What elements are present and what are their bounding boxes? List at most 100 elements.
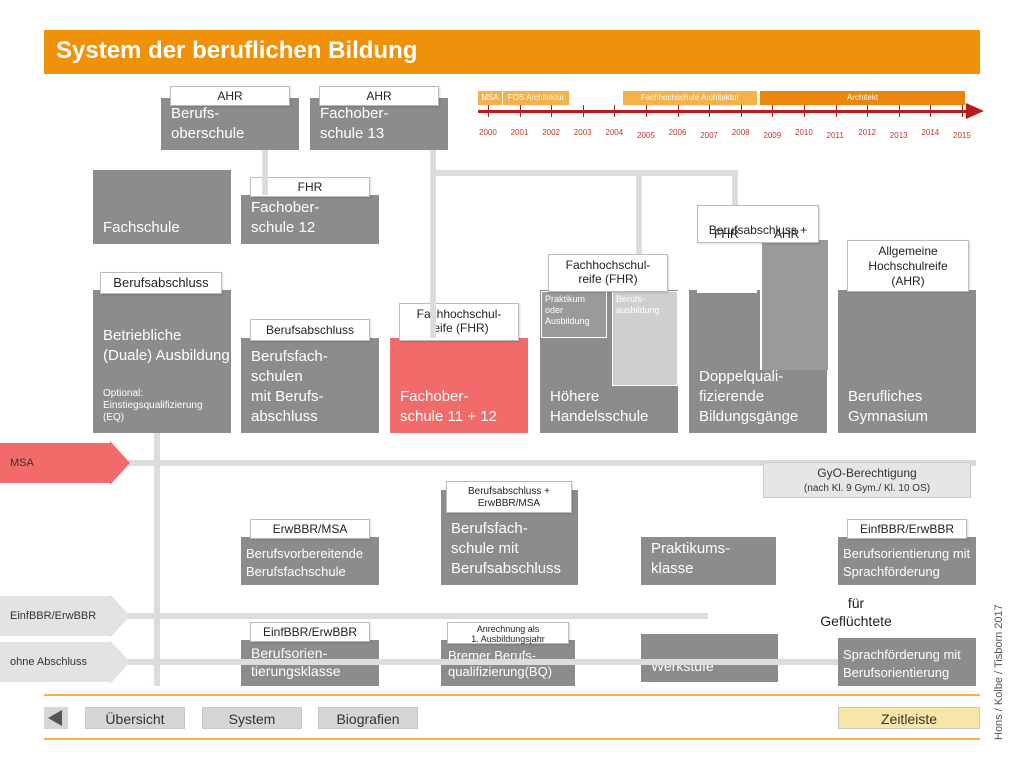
timeline-tick — [740, 105, 742, 117]
timeline-year: 2008 — [731, 128, 750, 137]
timeline-year: 2015 — [953, 131, 971, 140]
nav-biografien-button[interactable]: Biografien — [318, 707, 418, 729]
sprach-box[interactable]: Sprachförderung mit Berufsorientierung — [838, 638, 976, 686]
vline-fos13 — [430, 150, 436, 338]
back-arrow-icon[interactable] — [44, 707, 68, 729]
einf-line — [128, 613, 708, 619]
page-title: System der beruflichen Bildung — [56, 37, 418, 64]
timeline-year: 2010 — [795, 128, 813, 137]
berufsfachschulen-name: Berufsfach- schulen mit Berufs- abschlus… — [251, 348, 328, 425]
nav-uebersicht-button[interactable]: Übersicht — [85, 707, 185, 729]
doppel-name: Doppelquali- fizierende Bildungsgänge — [699, 368, 799, 425]
timeline-segment-architekt: Architekt — [760, 91, 965, 105]
betriebliche-ausbildung-name: Betriebliche (Duale) Ausbildung — [103, 327, 230, 364]
einf-arrow-icon — [110, 594, 130, 638]
gymnasium-name: Berufliches Gymnasium — [848, 388, 929, 425]
werkstufe-box[interactable]: Werkstufe — [641, 634, 778, 682]
berufsoberschule-label: AHR — [170, 86, 290, 106]
timeline-axis — [478, 110, 968, 113]
hline-top — [436, 170, 736, 176]
timeline-year: 2006 — [668, 128, 687, 137]
fachoberschule13-name: Fachober- schule 13 — [320, 105, 389, 142]
berufsorient-sprach-label: EinfBBR/ErwBBR — [847, 519, 967, 539]
handelsschule-name: Höhere Handelsschule — [550, 388, 649, 425]
bfs-abschluss-name: Berufsfach- schule mit Berufsabschluss — [451, 520, 562, 577]
handelsschule-label: Fachhochschul- reife (FHR) — [548, 254, 668, 292]
timeline-tick — [582, 105, 584, 117]
timeline-year: 2009 — [763, 131, 782, 140]
orientierungsklasse-label: EinfBBR/ErwBBR — [250, 622, 370, 642]
handelsschule-sub2-text: Berufs- ausbildung — [616, 294, 660, 315]
bottom-divider-1 — [44, 694, 980, 696]
einf-side-label: EinfBBR/ErwBBR — [10, 610, 97, 622]
fachoberschule1112-box[interactable]: Fachober- schule 11 + 12 — [390, 338, 528, 433]
ohne-side-label: ohne Abschluss — [10, 656, 88, 668]
timeline-year: 2013 — [889, 131, 908, 140]
msa-line — [128, 460, 976, 466]
fachoberschule12-box[interactable]: Fachober- schule 12 — [241, 195, 379, 244]
vline-bos — [262, 150, 268, 195]
nav-system-button[interactable]: System — [202, 707, 302, 729]
bvbfs-label: ErwBBR/MSA — [250, 519, 370, 539]
doppel-label-fhr: FHR — [714, 227, 739, 241]
title-bar: System der beruflichen Bildung — [44, 30, 980, 74]
doppel-label-top: Berufsabschluss + — [708, 223, 808, 237]
fachoberschule12-name: Fachober- schule 12 — [251, 199, 320, 236]
timeline-tick — [646, 105, 647, 117]
fachoberschule1112-label: Fachhochschul- reife (FHR) — [399, 303, 519, 341]
vline-doppel — [732, 170, 738, 205]
einf-side-arrow[interactable] — [0, 596, 110, 636]
bvbfs-name: Berufsvorbereitende Berufsfachschule — [246, 546, 364, 579]
bvbfs-box[interactable]: Berufsvorbereitende Berufsfachschule — [241, 537, 379, 585]
timeline-tick — [772, 105, 774, 117]
timeline-year: 2004 — [605, 128, 624, 137]
timeline-year: 2003 — [573, 128, 592, 137]
timeline-arrow-icon — [966, 103, 984, 119]
fachschule-box[interactable]: Fachschule — [93, 170, 231, 244]
berufsfachschulen-box[interactable]: Berufsfach- schulen mit Berufs- abschlus… — [241, 338, 379, 433]
ohne-side-arrow[interactable] — [0, 642, 110, 682]
gyo-sub: (nach Kl. 9 Gym./ Kl. 10 OS) — [803, 483, 931, 494]
gymnasium-label: Allgemeine Hochschulreife (AHR) — [847, 240, 969, 292]
timeline-tick — [962, 105, 963, 117]
timeline-segment-msa: MSA — [478, 91, 502, 105]
timeline-year: 2005 — [637, 131, 655, 140]
betriebliche-ausbildung-label: Berufsabschluss — [100, 272, 222, 294]
timeline-tick — [614, 105, 616, 117]
gymnasium-box[interactable]: Berufliches Gymnasium — [838, 290, 976, 433]
berufsfachschulen-label: Berufsabschluss — [250, 319, 370, 341]
bottom-divider-2 — [44, 738, 980, 740]
berufsoberschule-box[interactable]: Berufs- oberschule — [161, 98, 299, 150]
doppel-ahr-col — [760, 240, 828, 370]
berufsorient-sprach-box[interactable]: Berufsorientierung mit Sprachförderung — [838, 537, 976, 585]
berufsoberschule-name: Berufs- oberschule — [171, 105, 245, 142]
timeline-tick — [677, 105, 679, 117]
berufsorient-sprach-name: Berufsorientierung mit Sprachförderung — [843, 546, 971, 579]
praktikums-name: Praktikums- klasse — [651, 540, 731, 577]
betriebliche-ausbildung-box[interactable]: Betriebliche (Duale) Ausbildung Optional… — [93, 290, 231, 433]
fachoberschule13-box[interactable]: Fachober- schule 13 — [310, 98, 448, 150]
doppel-label: Berufsabschluss + FHR AHR — [697, 205, 819, 243]
fachoberschule12-label: FHR — [250, 177, 370, 197]
timeline-segment-fh: Fachhochschule Architektur — [623, 91, 757, 105]
credit-text: Hons / Kolbe / Tisborn 2017 — [993, 604, 1005, 740]
bq-label: Anrechnung als 1. Ausbildungsjahr — [447, 622, 569, 644]
handelsschule-sub1: Praktikum oder Ausbildung — [541, 291, 607, 338]
timeline-year: 2014 — [921, 128, 940, 137]
vline-hhs — [636, 170, 642, 254]
timeline-tick — [898, 105, 900, 117]
gyo-title: GyO-Berechtigung — [817, 466, 917, 480]
doppel-label-ahr: AHR — [774, 227, 800, 241]
timeline-year: 2007 — [700, 131, 718, 140]
nav-zeitleiste-button[interactable]: Zeitleiste — [838, 707, 980, 729]
timeline-year: 2000 — [479, 128, 497, 137]
msa-side-arrow[interactable] — [0, 443, 110, 483]
fachoberschule13-label: AHR — [319, 86, 439, 106]
praktikums-box[interactable]: Praktikums- klasse — [641, 537, 776, 585]
timeline-year: 2011 — [826, 131, 844, 140]
msa-side-label: MSA — [10, 457, 34, 469]
timeline-year: 2012 — [858, 128, 876, 137]
timeline-tick — [709, 105, 711, 117]
gyo-box: GyO-Berechtigung (nach Kl. 9 Gym./ Kl. 1… — [763, 462, 971, 498]
timeline-tick — [804, 105, 805, 117]
